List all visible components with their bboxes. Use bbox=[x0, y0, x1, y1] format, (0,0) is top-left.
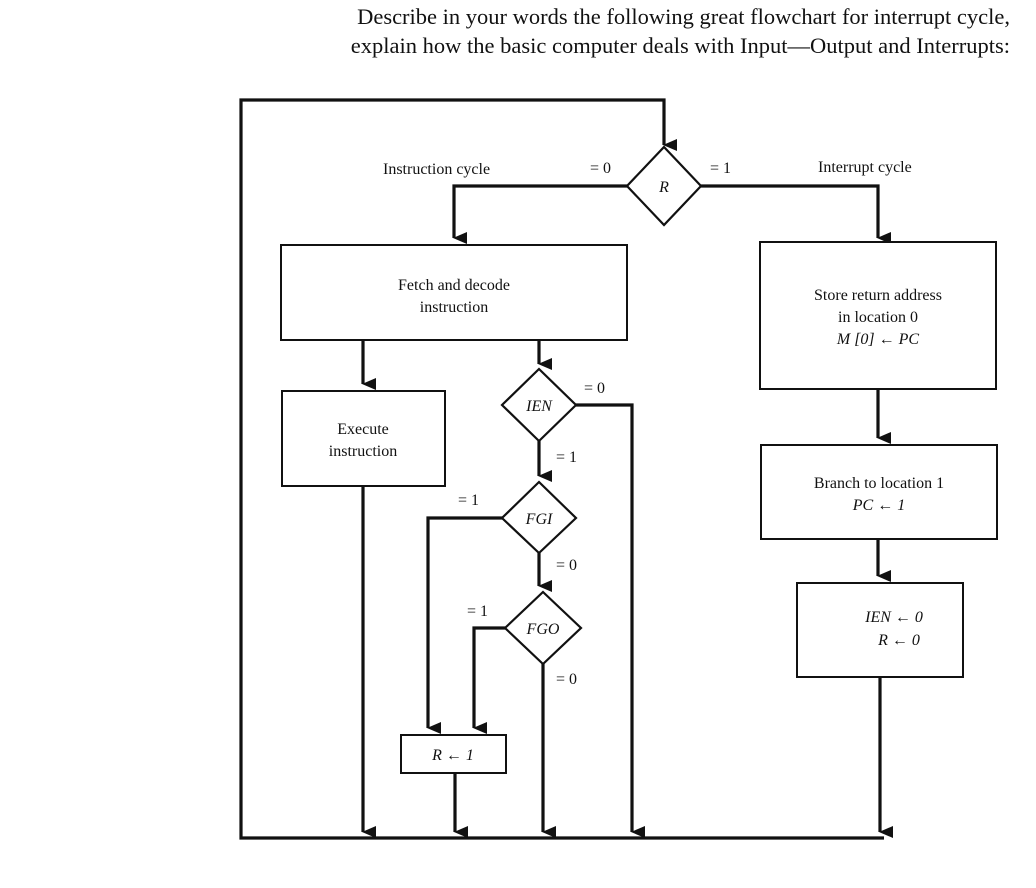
fgo-decision: FGO = 1 = 0 bbox=[467, 590, 583, 688]
branch-box-line1: Branch to location 1 bbox=[814, 475, 944, 492]
fetch-box-line2: instruction bbox=[420, 299, 488, 316]
r-one-label: = 1 bbox=[710, 160, 731, 177]
set-r-box: R ← 1 bbox=[400, 734, 507, 774]
r-one-line bbox=[701, 184, 891, 244]
fgi-decision-text: FGI bbox=[525, 511, 553, 528]
question-text: Describe in your words the following gre… bbox=[0, 2, 1010, 60]
execute-box-line2: instruction bbox=[329, 443, 397, 460]
ien-decision: IEN = 0 = 1 bbox=[500, 367, 605, 466]
reset-flags-box: IEN ← 0 R ← 0 bbox=[796, 582, 964, 678]
store-box-line3: M [0] ← PC bbox=[836, 331, 920, 348]
connector-lines bbox=[239, 98, 893, 840]
instruction-cycle-label: Instruction cycle bbox=[383, 161, 490, 178]
store-box-line1: Store return address bbox=[814, 287, 942, 304]
fetch-decode-box: Fetch and decode instruction bbox=[280, 244, 628, 341]
r-zero-label: = 0 bbox=[590, 160, 611, 177]
execute-box: Execute instruction bbox=[281, 390, 446, 487]
question-line-1: Describe in your words the following gre… bbox=[357, 4, 1010, 29]
set-r-box-text: R ← 1 bbox=[431, 747, 474, 764]
branch-box: Branch to location 1 PC ← 1 bbox=[760, 444, 998, 540]
branch-box-line2: PC ← 1 bbox=[852, 497, 905, 514]
fgo-one-line bbox=[472, 626, 505, 734]
fgi-decision: FGI = 1 = 0 bbox=[458, 480, 578, 574]
question-line-2: explain how the basic computer deals wit… bbox=[350, 33, 1010, 58]
fetch-box-line1: Fetch and decode bbox=[398, 277, 510, 294]
r-zero-line bbox=[452, 184, 627, 244]
ien-one-label: = 1 bbox=[556, 449, 577, 466]
fgo-one-label: = 1 bbox=[467, 603, 488, 620]
ien-zero-label: = 0 bbox=[584, 380, 605, 397]
reset-box-line1: IEN ← 0 bbox=[864, 609, 923, 626]
reset-box-line2: R ← 0 bbox=[877, 632, 920, 649]
fgi-one-label: = 1 bbox=[458, 492, 479, 509]
fgi-one-line bbox=[426, 516, 503, 734]
store-return-address-box: Store return address in location 0 M [0]… bbox=[759, 241, 997, 390]
store-box-line2: in location 0 bbox=[838, 309, 918, 326]
fgo-decision-text: FGO bbox=[526, 621, 560, 638]
interrupt-cycle-label: Interrupt cycle bbox=[818, 159, 912, 176]
loop-back-line bbox=[239, 98, 884, 840]
execute-box-line1: Execute bbox=[337, 421, 389, 438]
fgo-zero-label: = 0 bbox=[556, 671, 577, 688]
fgi-zero-label: = 0 bbox=[556, 557, 577, 574]
r-decision-text: R bbox=[658, 179, 669, 196]
ien-decision-text: IEN bbox=[525, 398, 553, 415]
r-decision: R = 0 = 1 bbox=[590, 145, 731, 227]
ien-zero-line bbox=[576, 403, 645, 838]
